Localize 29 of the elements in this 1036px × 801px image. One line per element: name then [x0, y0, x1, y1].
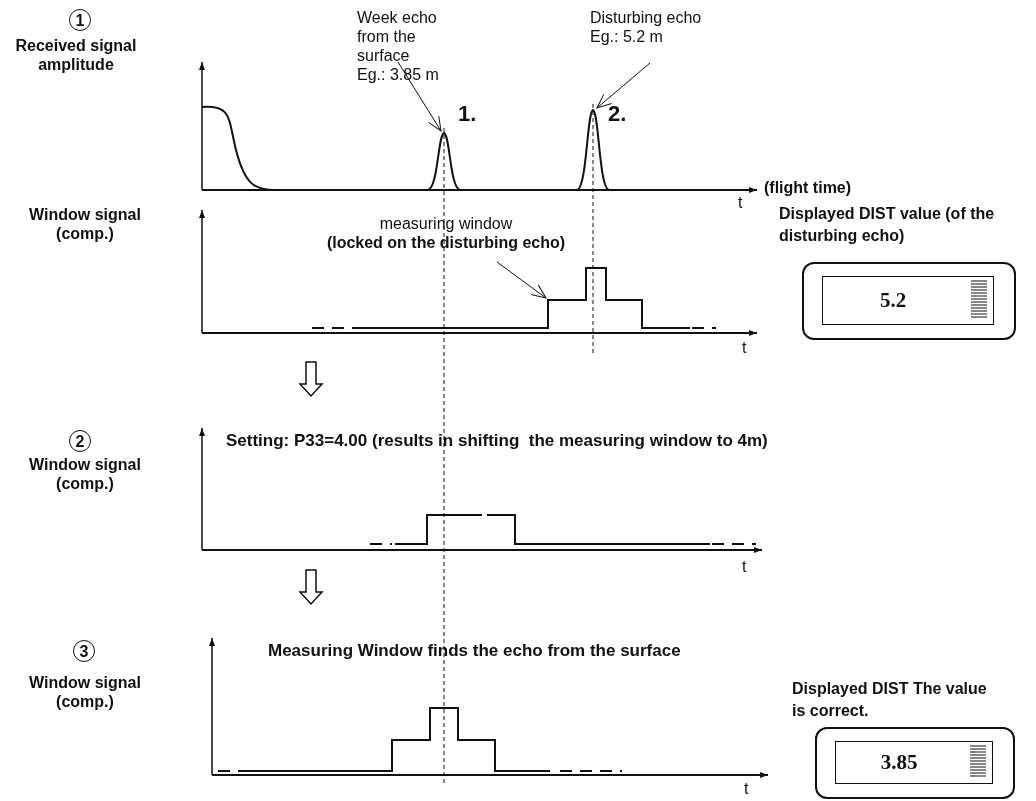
- stage-heading: Setting: P33=4.00 (results in shifting the measuring window to 4m): [226, 431, 768, 450]
- axis-title: Received signal amplitude: [14, 36, 138, 74]
- leader-line: [397, 61, 442, 132]
- callout-text: Week echo from the surface: [357, 8, 438, 65]
- display-caption: Displayed DIST The value is correct.: [792, 679, 988, 721]
- leader-line: [596, 62, 651, 109]
- callout-text: Eg.: 5.2 m: [590, 27, 664, 46]
- axis-label: t: [742, 338, 747, 357]
- callout-text: (locked on the disturbing echo): [325, 233, 567, 252]
- leader-line: [496, 261, 547, 299]
- display-caption: Displayed DIST value (of the disturbing echo): [779, 204, 996, 246]
- axis-title: Window signal (comp.): [28, 205, 142, 243]
- axis-label: t: [738, 193, 743, 212]
- axis-title: Window signal (comp.): [28, 455, 142, 493]
- echo-number: 2.: [608, 104, 627, 123]
- callout-text: Eg.: 3.85 m: [357, 65, 440, 84]
- axis-title: (flight time): [764, 178, 852, 197]
- axis-title: Window signal (comp.): [28, 673, 142, 711]
- axis-label: t: [744, 779, 749, 798]
- callout-text: Disturbing echo: [590, 8, 703, 27]
- axis-label: t: [742, 557, 747, 576]
- echo-number: 1.: [458, 104, 477, 123]
- pulse-waveform: [311, 267, 717, 329]
- display-value: 3.85: [879, 749, 919, 775]
- echo-peak: [427, 132, 461, 191]
- callout-text: measuring window: [378, 214, 514, 233]
- display-value: 5.2: [878, 287, 908, 313]
- echo-peak: [576, 109, 610, 191]
- stage-heading: Measuring Window finds the echo from the surface: [268, 641, 681, 660]
